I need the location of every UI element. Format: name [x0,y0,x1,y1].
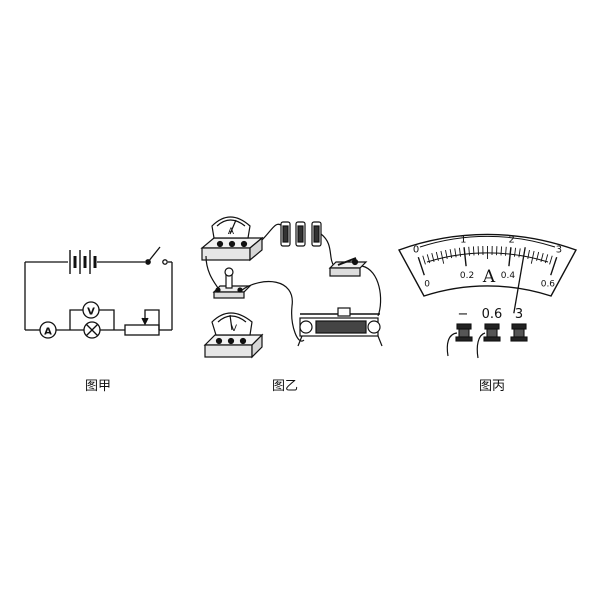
switch-device [330,258,366,276]
scale-tick [501,246,502,255]
caption-figure-b: 图乙 [272,379,298,394]
battery-symbol [70,250,95,274]
switch-symbol [146,247,167,264]
dial-unit-symbol: A [482,267,496,287]
negative-terminal [456,324,472,341]
ammeter-device-letter: A [228,227,235,237]
ammeter-letter: A [44,327,52,338]
upper-scale-label: 2 [508,234,514,245]
terminal-0-6 [484,324,500,341]
upper-scale-label: 1 [460,234,466,245]
figure-a-circuit-diagram [25,247,172,338]
caption-figure-c: 图丙 [479,379,505,394]
ammeter-device [202,217,262,260]
battery-cells [281,222,321,246]
lower-scale-label: 0.2 [460,271,474,281]
caption-figure-a: 图甲 [85,379,111,394]
voltmeter-device-letter: V [231,324,238,334]
lower-scale-label: 0.4 [501,271,516,281]
terminal-label-negative: − [458,307,469,322]
scale-tick [473,246,474,255]
rheostat-symbol [125,325,159,335]
upper-scale-label: 3 [556,245,562,256]
terminal-label-0-6: 0.6 [482,307,503,322]
lower-scale-label: 0 [424,280,430,290]
terminals [456,324,527,341]
voltmeter-letter: V [87,307,95,318]
rheostat-device [298,308,382,346]
voltmeter-device [205,313,262,357]
lamp-socket-device [214,268,250,298]
terminal-label-3: 3 [515,307,523,322]
figure-b-apparatus [202,217,382,357]
upper-scale-label: 0 [413,245,419,256]
lower-scale-label: 0.6 [541,280,556,290]
terminal-3 [511,324,527,341]
